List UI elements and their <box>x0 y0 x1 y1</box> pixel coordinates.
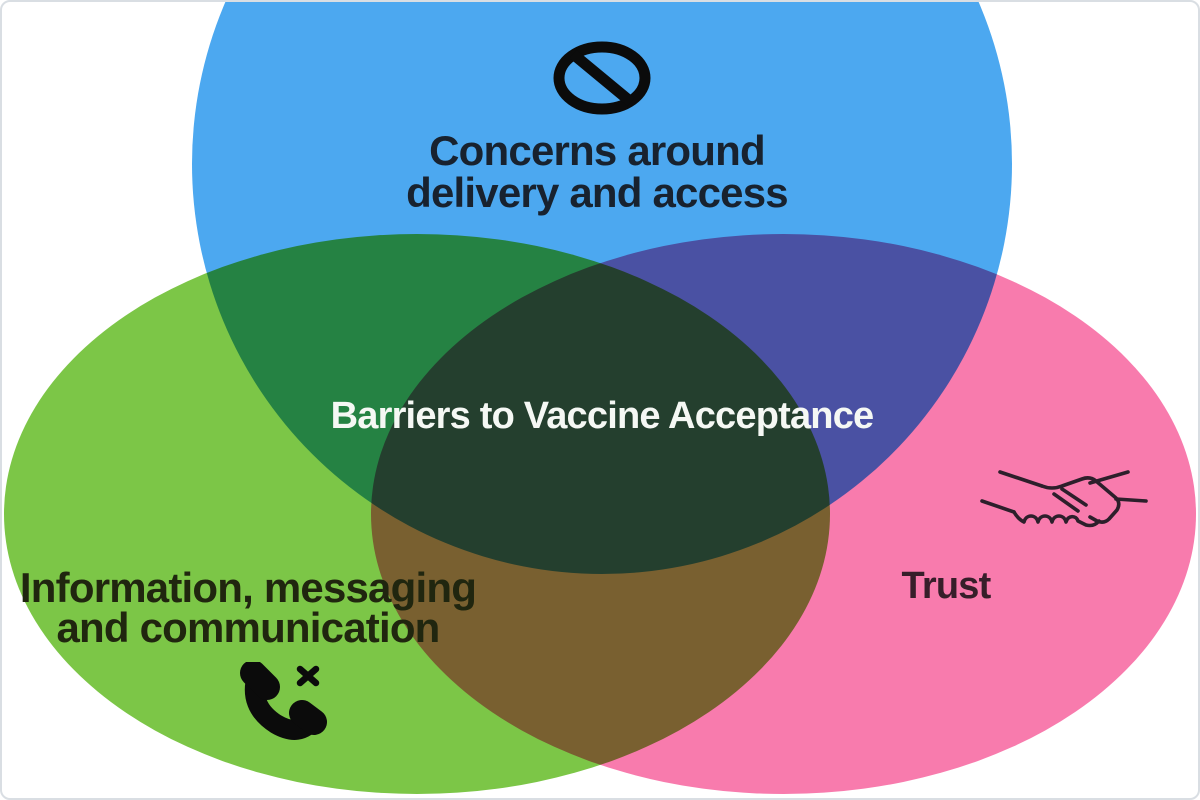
label-information-line1: Information, messaging <box>19 564 477 611</box>
label-information-communication: Information, messaging and communication <box>18 564 478 651</box>
phone-missed-call-icon <box>238 662 330 742</box>
label-information-line2: and communication <box>56 604 440 651</box>
label-delivery-line2: delivery and access <box>406 169 789 216</box>
label-delivery-access: Concerns around delivery and access <box>347 130 847 214</box>
handshake-icon <box>978 466 1150 550</box>
venn-circle-trust <box>371 234 1196 794</box>
center-label-text: Barriers to Vaccine Acceptance <box>330 395 875 437</box>
prohibition-icon <box>551 40 653 116</box>
label-trust: Trust <box>846 566 1046 606</box>
center-label: Barriers to Vaccine Acceptance <box>252 395 952 437</box>
label-trust-text: Trust <box>901 565 992 607</box>
label-delivery-line1: Concerns around <box>429 127 766 174</box>
